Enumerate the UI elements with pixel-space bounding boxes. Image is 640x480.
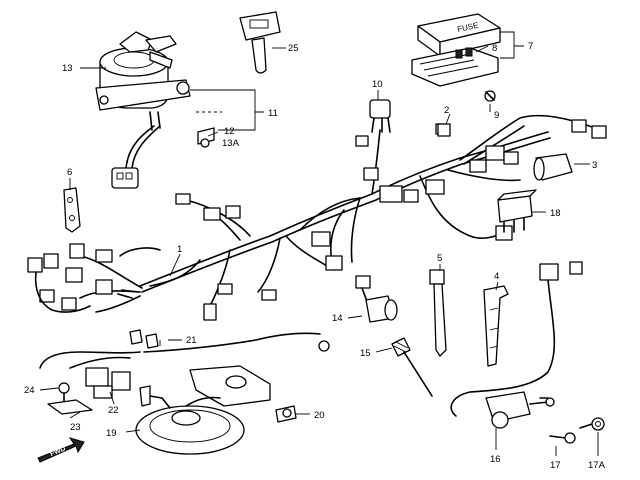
callout-8: 8 xyxy=(492,43,497,54)
relay-10 xyxy=(369,99,391,133)
callout-10: 10 xyxy=(372,79,383,90)
clamp-bolt xyxy=(197,127,215,148)
callout-18: 18 xyxy=(550,208,561,219)
fuse-box-screw xyxy=(484,90,496,102)
callout-13: 13 xyxy=(62,63,73,74)
callout-5: 5 xyxy=(437,253,442,264)
callout-1: 1 xyxy=(177,244,182,255)
connector-cover-3 xyxy=(533,153,573,181)
callout-21: 21 xyxy=(186,335,197,346)
ground-wire-21 xyxy=(129,329,330,353)
callout-12: 12 xyxy=(224,126,235,137)
fuse-label: FUSE xyxy=(457,21,480,34)
spring-rod-15 xyxy=(391,337,433,397)
callout-19: 19 xyxy=(106,428,117,439)
callout-16: 16 xyxy=(490,454,501,465)
screw-17a xyxy=(579,417,605,431)
sensor-16 xyxy=(450,261,583,429)
clamp-2 xyxy=(437,123,451,137)
bracket-23 xyxy=(47,399,93,415)
callout-labels: 13 25 7 8 10 9 11 12 13A 2 3 6 18 1 5 4 … xyxy=(24,41,606,471)
horn-19 xyxy=(135,365,271,455)
screw-20 xyxy=(275,405,297,423)
callout-22: 22 xyxy=(108,405,119,416)
neutral-switch-14 xyxy=(355,275,398,323)
fuse-box: FUSE xyxy=(411,13,501,87)
bracket-6 xyxy=(63,187,81,233)
callout-11: 11 xyxy=(268,108,278,119)
callout-6: 6 xyxy=(67,167,72,178)
callout-2: 2 xyxy=(444,105,449,116)
connector-22 xyxy=(39,351,141,399)
ignition-key xyxy=(239,11,281,74)
callout-20: 20 xyxy=(314,410,325,421)
screw-17 xyxy=(549,432,576,444)
callout-7: 7 xyxy=(528,41,533,52)
center-connectors xyxy=(175,119,607,321)
callout-leaders xyxy=(39,31,599,456)
callout-4: 4 xyxy=(494,271,499,282)
callout-17: 17 xyxy=(550,460,561,471)
main-wiring-harness xyxy=(79,114,601,313)
cable-tie-5 xyxy=(429,269,447,357)
ignition-switch xyxy=(95,31,191,189)
relay-18 xyxy=(497,189,537,233)
callout-24: 24 xyxy=(24,385,35,396)
left-connector-cluster xyxy=(27,243,139,313)
callout-15: 15 xyxy=(360,348,371,359)
callout-14: 14 xyxy=(332,313,343,324)
callout-3: 3 xyxy=(592,160,597,171)
callout-11-bracket xyxy=(190,89,264,131)
callout-13a: 13A xyxy=(222,138,240,149)
fwd-label: FWD xyxy=(49,445,66,457)
forward-arrow: FWD xyxy=(37,437,85,463)
wire-clamp-4 xyxy=(483,285,509,367)
callout-17a: 17A xyxy=(588,460,606,471)
callout-25: 25 xyxy=(288,43,299,54)
callout-9: 9 xyxy=(494,110,499,121)
callout-23: 23 xyxy=(70,422,81,433)
